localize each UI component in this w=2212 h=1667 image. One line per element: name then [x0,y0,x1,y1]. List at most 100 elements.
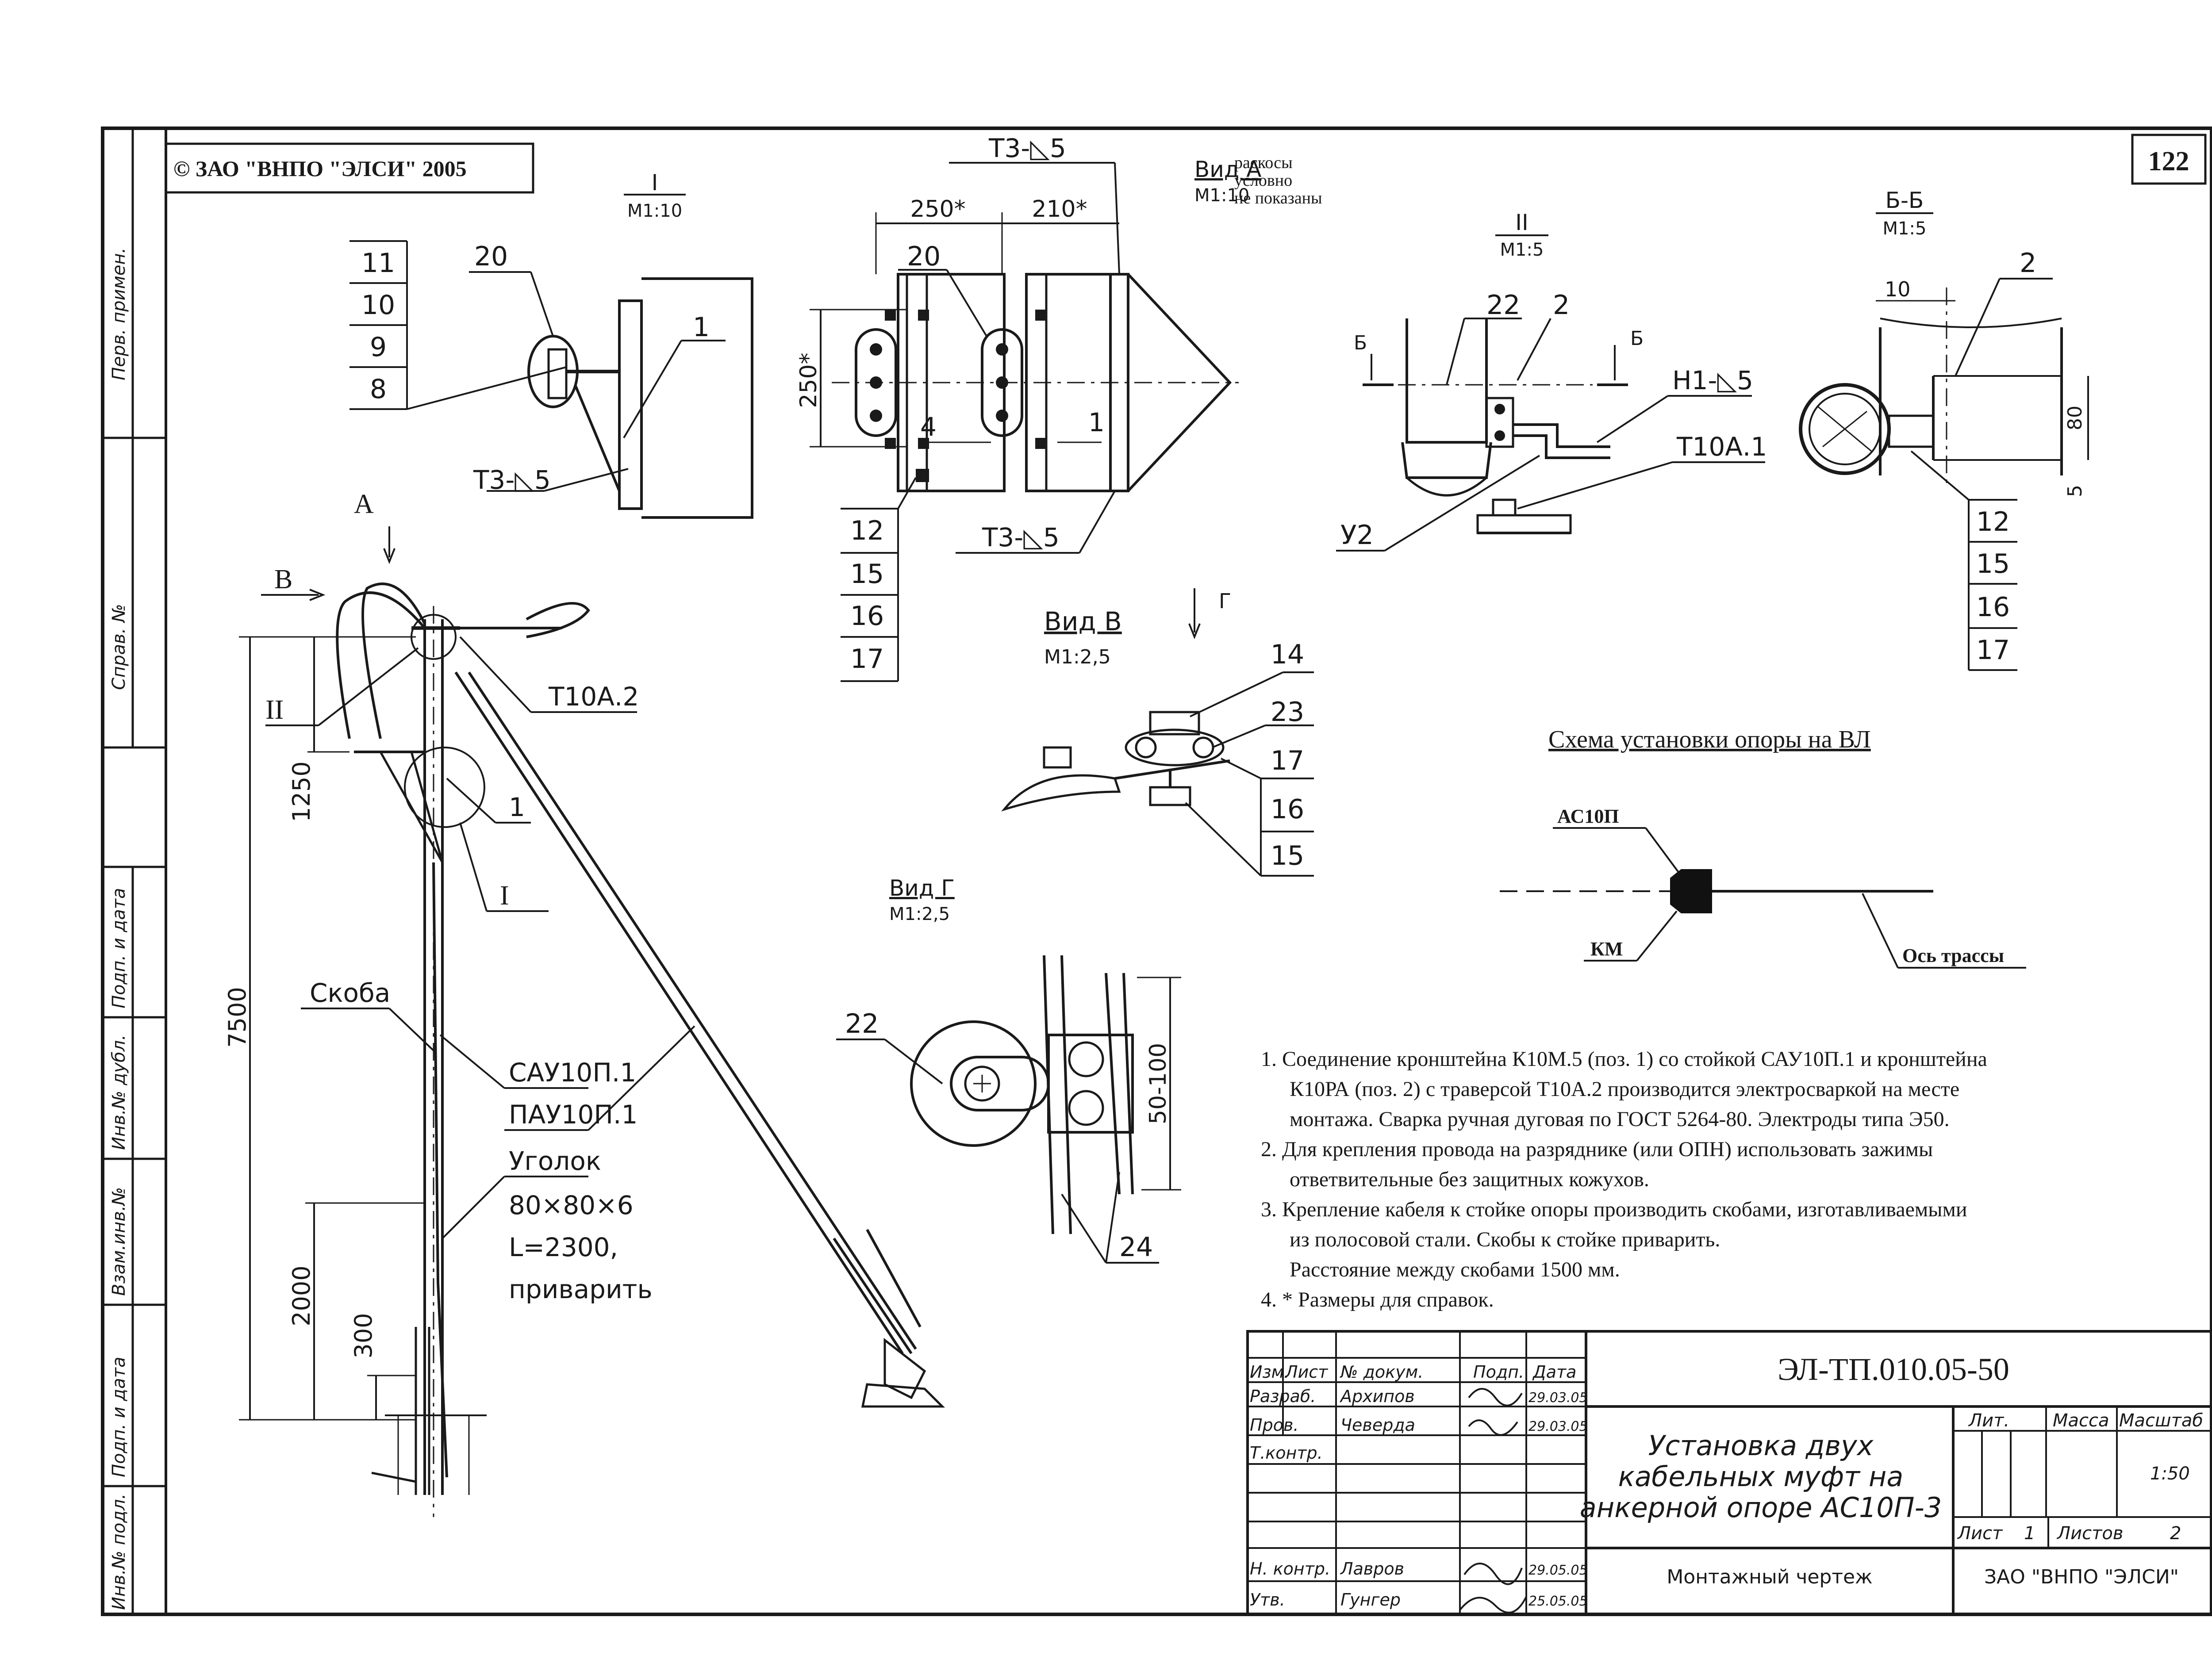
main-label-skoba: Скоба [310,978,390,1008]
view-A-item-16: 16 [850,601,884,632]
main-dim-300: 300 [349,1313,377,1358]
view-V-item-16: 16 [1271,794,1304,825]
main-dim-7500: 7500 [223,987,251,1047]
title-col-date: Дата [1532,1362,1576,1382]
inner-frame [165,127,2212,1616]
notes: 1. Соединение кронштейна К10М.5 (поз. 1)… [1261,1047,1987,1311]
section-BB-dim-80: 80 [2064,406,2086,430]
main-ref-I: I [500,881,509,911]
view-II: II М1:5 Б Б 22 2 Н1-◺5 Т10А.1 У2 [1336,210,1767,552]
view-A-note-2: условно [1234,171,1292,190]
title-col-izm: Изм. [1250,1362,1289,1382]
side-stamp-podp-1: Подп. и дата [109,888,129,1008]
main-dim-1250: 1250 [288,761,315,822]
title-role-utv: Утв. [1250,1590,1285,1610]
view-G-dim: 50-100 [1145,1043,1171,1124]
note-line-4: 2. Для крепления провода на разряднике (… [1261,1138,1933,1161]
view-V-item-14: 14 [1271,639,1304,670]
view-A-note-1: раскосы [1234,153,1293,172]
view-I-label-1: 1 [693,312,710,343]
view-A-title: Вид А [1194,157,1261,182]
section-BB-item-12: 12 [1976,506,2010,537]
outer-frame [101,126,2212,1616]
side-stamp-perv: Перв. примен. [109,248,129,380]
view-V-item-15: 15 [1271,840,1304,871]
view-A-dim-250-top: 250* [910,196,965,222]
view-I-title: I [652,170,658,195]
view-I-label-20: 20 [474,241,508,272]
scheme-pole-symbol [1670,869,1712,913]
view-G-label-22: 22 [845,1008,879,1039]
title-name-nkontr: Лавров [1340,1559,1404,1579]
title-role-razrab: Разраб. [1250,1387,1316,1406]
note-line-1: 1. Соединение кронштейна К10М.5 (поз. 1)… [1261,1047,1987,1071]
title-company: ЗАО "ВНПО "ЭЛСИ" [1984,1566,2179,1588]
title-name-razrab: Архипов [1339,1387,1415,1406]
side-stamp-inv-podl: Инв.№ подл. [109,1494,129,1610]
sheet-number: 122 [2148,146,2189,176]
main-dim-2000: 2000 [288,1265,315,1326]
scheme-label-axis: Ось трассы [1902,945,2004,966]
copyright: © ЗАО "ВНПО "ЭЛСИ" 2005 [173,156,467,181]
scheme: Схема установки опоры на ВЛ АС10П КМ Ось… [1500,726,2026,969]
note-line-2: К10РА (поз. 2) с траверсой Т10А.2 произв… [1290,1077,1959,1101]
title-date-utv: 25.05.05 [1528,1594,1588,1609]
main-arrow-B-label: В [274,564,292,594]
side-stamp-inv-dubl: Инв.№ дубл. [109,1035,129,1150]
view-A-weld-top: Т3-◺5 [988,133,1066,163]
main-label-1: 1 [509,792,525,822]
view-G: Вид Г М1:2,5 50-100 22 24 [836,875,1181,1264]
view-II-label-2: 2 [1553,290,1570,321]
view-I-weld: Т3-◺5 [473,465,551,495]
signature-nkontr [1463,1563,1523,1585]
view-A-weld-bottom: Т3-◺5 [982,522,1060,552]
main-arrow-A-label: А [354,489,374,519]
view-I-item-11: 11 [361,248,395,279]
title-scale-label: Масштаб [2119,1410,2203,1431]
scheme-label-ac10p: АС10П [1557,805,1619,827]
view-V-item-17: 17 [1271,745,1304,776]
scheme-title: Схема установки опоры на ВЛ [1548,726,1871,753]
side-stamp-sprav: Справ. № [109,604,129,690]
scheme-label-km: КМ [1590,938,1623,960]
view-I-item-8: 8 [370,374,387,405]
main-label-length: L=2300, [509,1232,618,1262]
title-line-2: кабельных муфт на [1618,1460,1904,1493]
side-stamp-vzam: Взам.инв.№ [109,1187,129,1296]
title-name-prov: Чеверда [1340,1415,1415,1435]
view-II-title: II [1515,210,1528,235]
view-A-item-12: 12 [850,515,884,546]
view-A-label-1: 1 [1088,407,1105,437]
title-designation: ЭЛ-ТП.010.05-50 [1778,1352,2009,1387]
title-sheet-label: Лист [1957,1523,2003,1544]
title-role-nkontr: Н. контр. [1250,1559,1330,1579]
view-I-item-10: 10 [361,290,395,321]
view-A-note-3: не показаны [1234,189,1322,207]
view-G-title: Вид Г [889,875,955,901]
title-line-3: анкерной опоре АС10П-3 [1580,1491,1942,1524]
title-date-prov: 29.03.05 [1528,1419,1588,1434]
side-stamp-podp-2: Подп. и дата [109,1357,129,1477]
note-line-9: 4. * Размеры для справок. [1261,1288,1494,1311]
title-scale-value: 1:50 [2150,1464,2190,1484]
note-line-7: из полосовой стали. Скобы к стойке прива… [1290,1228,1720,1251]
view-II-section-left: Б [1354,332,1367,354]
side-stamp: Перв. примен. Справ. № Подп. и дата Инв.… [109,248,129,1610]
signature-razrab [1468,1388,1523,1406]
note-line-3: монтажа. Сварка ручная дуговая по ГОСТ 5… [1290,1108,1950,1131]
view-A: Т3-◺5 Вид А М1:10 раскосы условно не пок… [795,133,1322,682]
title-sheet-value: 1 [2024,1523,2035,1544]
note-line-5: ответвительные без защитных кожухов. [1290,1168,1649,1191]
view-V-item-23: 23 [1271,697,1304,728]
view-A-label-20: 20 [907,241,941,272]
view-G-scale: М1:2,5 [889,904,950,924]
view-II-label-t10a1: Т10А.1 [1676,432,1767,462]
title-name-utv: Гунгер [1340,1590,1401,1610]
view-A-item-15: 15 [850,559,884,590]
section-BB-item-15: 15 [1976,548,2010,579]
main-label-size: 80×80×6 [509,1190,634,1220]
main-label-weld: приварить [509,1274,653,1304]
view-V-arrow-label: Г [1219,589,1231,613]
signature-prov [1468,1419,1518,1436]
view-I-item-9: 9 [370,332,387,363]
